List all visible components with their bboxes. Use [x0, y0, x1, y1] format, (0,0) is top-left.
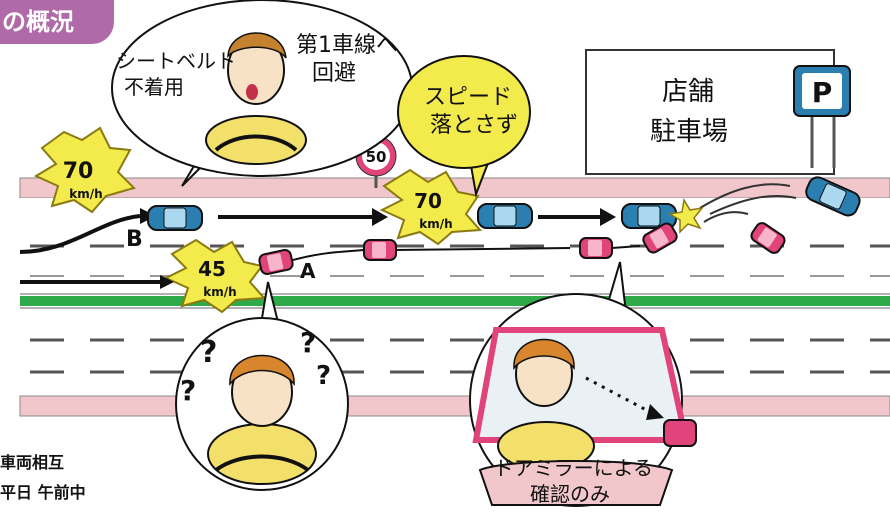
note-time: 平日 午前中	[0, 483, 86, 502]
question-mark-icon: ?	[200, 335, 217, 370]
note-type: 車両相互	[0, 453, 65, 472]
parking-sign-text: P	[812, 76, 833, 109]
shop-sign-text: 店舗駐車場	[650, 77, 728, 147]
vehicle-a-final	[750, 222, 786, 254]
vehicle-b-final	[805, 176, 861, 217]
question-mark-icon: ?	[300, 326, 316, 359]
speed-burst-b-mid	[379, 168, 483, 246]
trajectory-arrows	[19, 214, 641, 284]
bubble-seatbelt: シートベルト不着用	[116, 49, 236, 99]
bubble-mirror-text: ドアミラーによる確認のみ	[494, 456, 653, 506]
vehicle-label-b: B	[126, 227, 143, 252]
bubble-speed-text: スピード落とさず	[424, 85, 518, 138]
vehicle-a-4	[642, 222, 678, 254]
vehicle-a-2	[363, 239, 397, 261]
median-strip	[20, 296, 890, 306]
skid-marks	[699, 183, 797, 223]
driver-a-mirror-portrait	[472, 327, 697, 506]
incident-notes: 車両相互 平日 午前中	[0, 448, 86, 508]
speed-burst-a-start	[163, 238, 267, 314]
bubble-evade: 第1車線へ回避	[296, 33, 398, 86]
vehicle-b-3	[621, 203, 677, 229]
question-mark-icon: ?	[180, 374, 196, 407]
speed-burst-b-start	[33, 126, 136, 214]
sidewalk-bottom	[19, 395, 890, 417]
question-mark-icon: ?	[316, 361, 331, 391]
driver-b-portrait	[205, 32, 307, 165]
bubble-speed	[397, 55, 531, 169]
shop-sign-line: 駐車場	[650, 117, 728, 147]
vehicle-b-2	[477, 203, 533, 229]
section-title: の概況	[0, 0, 114, 44]
collision-star	[667, 197, 704, 234]
shop-sign-line: 店舗	[662, 77, 714, 107]
speed-limit-text: 50	[366, 148, 387, 166]
vehicle-label-a: A	[300, 259, 316, 283]
vehicle-a-1	[258, 249, 294, 275]
vehicle-b-1	[147, 205, 203, 231]
driver-a-portrait	[207, 354, 317, 485]
vehicle-a-3	[579, 237, 613, 259]
